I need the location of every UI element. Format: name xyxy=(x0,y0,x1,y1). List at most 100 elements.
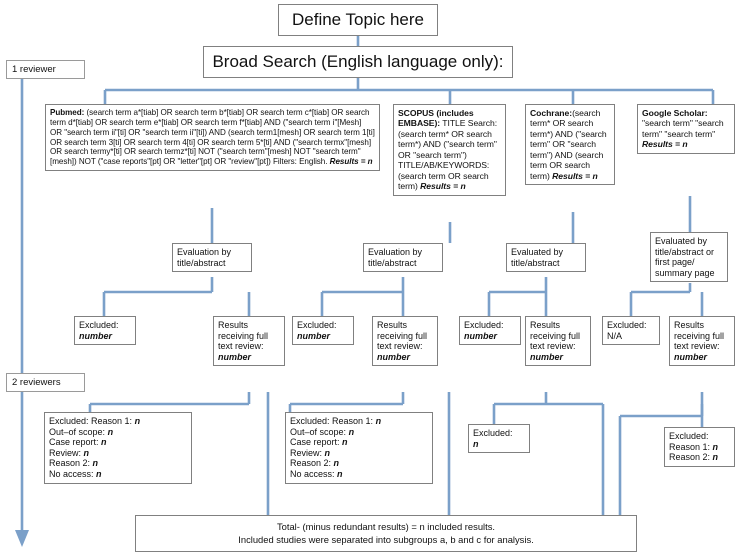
exclusion-reason-row: Reason 2: n xyxy=(49,458,187,469)
fulltext-box-google-scholar[interactable]: Results receiving full text review: numb… xyxy=(669,316,735,367)
exclusion-reason-row: Excluded: Reason 1: n xyxy=(49,416,187,427)
reason-label: Out–of scope: xyxy=(49,426,106,437)
google-scholar-query: "search term" "search term" "search term… xyxy=(642,118,724,139)
exclusion-reason-row: Out–of scope: n xyxy=(290,427,428,438)
exclusion-reason-row: Reason 1: n xyxy=(669,442,730,453)
excluded-google-value: N/A xyxy=(607,330,623,341)
reason-label: Case report: xyxy=(290,437,340,448)
exclusion-reason-row: Reason 2: n xyxy=(290,458,428,469)
evaluation-box-google-scholar[interactable]: Evaluated by title/abstract or first pag… xyxy=(650,232,728,283)
excluded-cochrane-label: Excluded: xyxy=(464,320,504,330)
database-box-google-scholar[interactable]: Google Scholar: "search term" "search te… xyxy=(637,104,735,154)
reason-value: n xyxy=(92,458,99,469)
reason-value: n xyxy=(107,426,114,437)
total-results-box[interactable]: Total- (minus redundant results) = n inc… xyxy=(135,515,637,553)
excluded-scopus-value: number xyxy=(297,330,331,341)
exclusion-reasons-box-cochrane[interactable]: Excluded: n xyxy=(468,424,530,454)
excluded-box-cochrane[interactable]: Excluded: number xyxy=(459,316,521,346)
excluded-box-scopus[interactable]: Excluded: number xyxy=(292,316,354,346)
reason-label: Review: xyxy=(49,447,82,458)
evaluation-cochrane-label: Evaluated by title/abstract xyxy=(511,247,564,268)
evaluation-box-cochrane[interactable]: Evaluated by title/abstract xyxy=(506,243,586,273)
evaluation-box-pubmed[interactable]: Evaluation by title/abstract xyxy=(172,243,252,273)
excluded-box-google-scholar[interactable]: Excluded: N/A xyxy=(602,316,660,346)
reviewer-label-one-text: 1 reviewer xyxy=(12,64,56,75)
define-topic-label: Define Topic here xyxy=(292,10,424,29)
reason-value: n xyxy=(473,438,479,449)
pubmed-query: (search term a*[tiab] OR search term b*[… xyxy=(50,108,375,167)
evaluation-scopus-label: Evaluation by title/abstract xyxy=(368,247,423,268)
reason-value: n xyxy=(83,447,90,458)
reason-label: No access: xyxy=(49,469,94,480)
fulltext-pubmed-value: number xyxy=(218,351,252,362)
reason-value: n xyxy=(101,437,107,448)
reviewer-label-two: 2 reviewers xyxy=(6,373,85,392)
broad-search-box[interactable]: Broad Search (English language only): xyxy=(203,46,513,79)
fulltext-box-pubmed[interactable]: Results receiving full text review: numb… xyxy=(213,316,285,367)
fulltext-cochrane-label: Results receiving full text review: xyxy=(530,320,581,352)
exclusion-reason-row: No access: n xyxy=(290,469,428,480)
google-scholar-name: Google Scholar: xyxy=(642,108,708,118)
fulltext-google-value: number xyxy=(674,351,708,362)
reviewer-label-one: 1 reviewer xyxy=(6,60,85,79)
reason-label: Reason 2: xyxy=(669,452,711,463)
fulltext-box-cochrane[interactable]: Results receiving full text review: numb… xyxy=(525,316,591,367)
reason-value: n xyxy=(342,437,348,448)
pubmed-name: Pubmed: xyxy=(50,108,85,117)
cochrane-name: Cochrane: xyxy=(530,108,573,118)
reason-label: No access: xyxy=(290,469,335,480)
reason-label: Excluded: xyxy=(473,428,513,438)
scopus-results: Results = n xyxy=(420,181,466,192)
exclusion-reason-row: Review: n xyxy=(49,448,187,459)
fulltext-google-label: Results receiving full text review: xyxy=(674,320,725,352)
broad-search-label: Broad Search (English language only): xyxy=(212,52,504,71)
exclusion-reason-row: Reason 2: n xyxy=(669,452,730,463)
fulltext-scopus-value: number xyxy=(377,351,411,362)
reason-value: n xyxy=(348,426,355,437)
reason-value: n xyxy=(324,447,331,458)
exclusion-reason-row: Excluded: Reason 1: n xyxy=(290,416,428,427)
excluded-box-pubmed[interactable]: Excluded: number xyxy=(74,316,136,346)
fulltext-cochrane-value: number xyxy=(530,351,564,362)
reason-value: n xyxy=(375,416,382,426)
reason-value: n xyxy=(712,452,719,463)
reviewer-arrow-head xyxy=(15,530,29,547)
pubmed-results: Results = n xyxy=(329,157,373,167)
excluded-pubmed-label: Excluded: xyxy=(79,320,119,330)
google-scholar-results: Results = n xyxy=(642,139,688,150)
total-line-1: Total- (minus redundant results) = n inc… xyxy=(276,521,496,532)
fulltext-box-scopus[interactable]: Results receiving full text review: numb… xyxy=(372,316,438,367)
exclusion-reasons-box-google-scholar[interactable]: Excluded: Reason 1: n Reason 2: n xyxy=(664,427,735,467)
exclusion-reasons-box-pubmed[interactable]: Excluded: Reason 1: n Out–of scope: n Ca… xyxy=(44,412,192,484)
reviewer-label-two-text: 2 reviewers xyxy=(12,377,61,388)
exclusion-reason-row: Review: n xyxy=(290,448,428,459)
excluded-google-label: Excluded: xyxy=(607,320,647,330)
exclusion-reason-row: Excluded: xyxy=(669,431,730,442)
scopus-name: SCOPUS (includes EMBASE): xyxy=(398,108,474,129)
scopus-query: TITLE Search: (search term* OR search te… xyxy=(398,118,498,192)
define-topic-box[interactable]: Define Topic here xyxy=(278,4,438,37)
exclusion-reason-row: Case report: n xyxy=(49,437,187,448)
exclusion-reasons-box-scopus[interactable]: Excluded: Reason 1: n Out–of scope: n Ca… xyxy=(285,412,433,484)
evaluation-google-label: Evaluated by title/abstract or first pag… xyxy=(655,236,715,278)
reason-label: Reason 1: xyxy=(669,441,711,452)
database-box-scopus[interactable]: SCOPUS (includes EMBASE): TITLE Search: … xyxy=(393,104,506,196)
exclusion-reason-row: Out–of scope: n xyxy=(49,427,187,438)
reason-label: Reason 2: xyxy=(49,458,91,469)
reason-label: Excluded: Reason 1: xyxy=(290,416,374,426)
reason-value: n xyxy=(96,469,102,480)
reason-label: Excluded: Reason 1: xyxy=(49,416,133,426)
reason-label: Excluded: xyxy=(669,431,709,441)
excluded-scopus-label: Excluded: xyxy=(297,320,337,330)
reason-value: n xyxy=(337,469,343,480)
fulltext-pubmed-label: Results receiving full text review: xyxy=(218,320,269,352)
database-box-pubmed[interactable]: Pubmed: (search term a*[tiab] OR search … xyxy=(45,104,380,172)
evaluation-box-scopus[interactable]: Evaluation by title/abstract xyxy=(363,243,443,273)
excluded-pubmed-value: number xyxy=(79,330,113,341)
reason-label: Out–of scope: xyxy=(290,426,347,437)
total-line-2: Included studies were separated into sub… xyxy=(238,533,534,545)
database-box-cochrane[interactable]: Cochrane:(search term* OR search term*) … xyxy=(525,104,615,186)
fulltext-scopus-label: Results receiving full text review: xyxy=(377,320,428,352)
evaluation-pubmed-label: Evaluation by title/abstract xyxy=(177,247,232,268)
